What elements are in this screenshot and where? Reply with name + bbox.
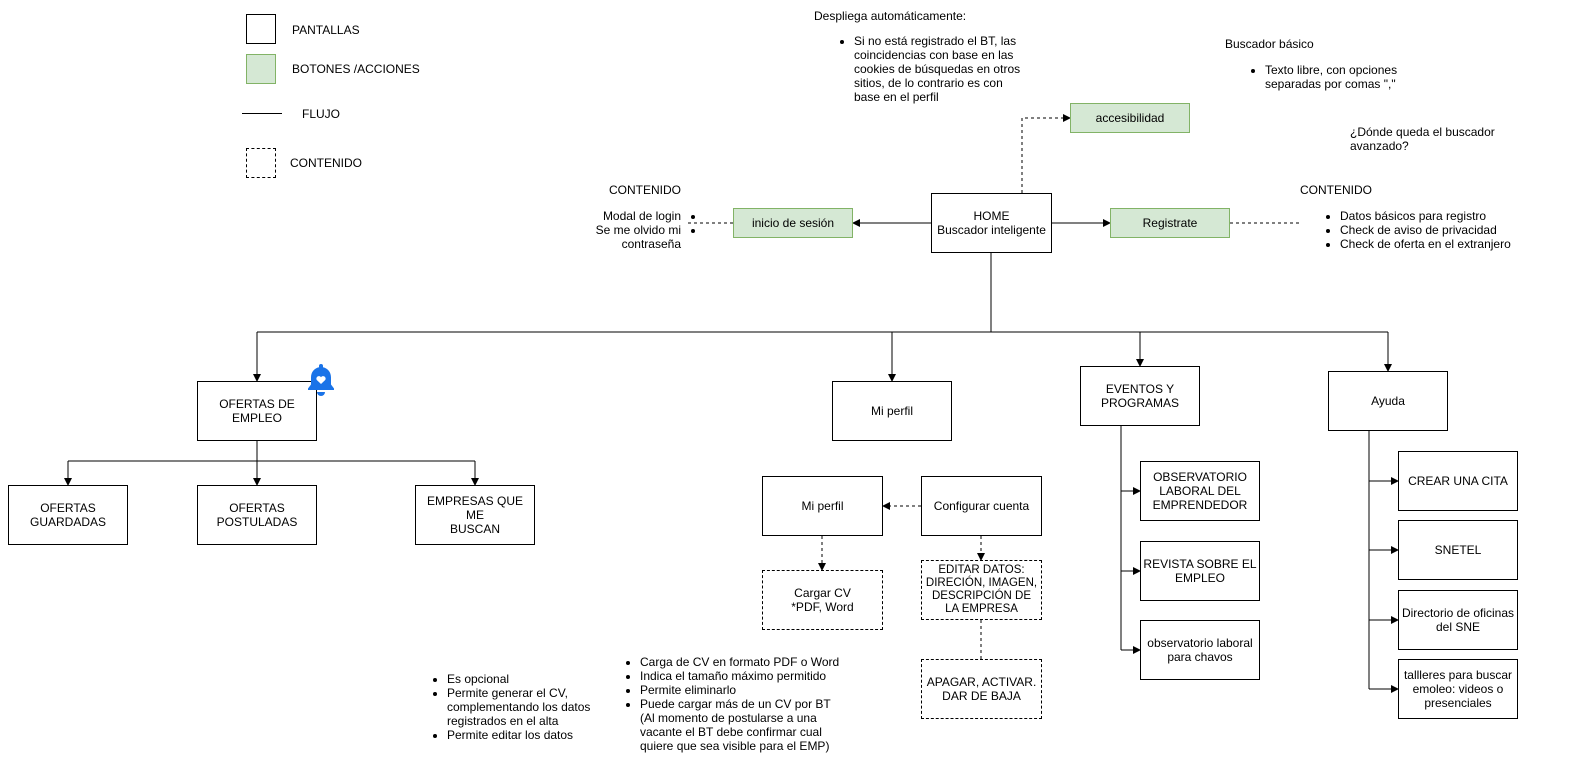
observatorio-chavos-node[interactable]: observatorio laboral para chavos <box>1140 620 1260 680</box>
home-node[interactable]: HOME Buscador inteligente <box>931 193 1052 253</box>
legend-pantallas-label: PANTALLAS <box>292 23 360 37</box>
note-item: Si no está registrado el BT, las coincid… <box>854 34 1024 104</box>
login-button[interactable]: inicio de sesión <box>733 208 853 238</box>
apagar-node[interactable]: APAGAR, ACTIVAR. DAR DE BAJA <box>921 659 1042 719</box>
observatorio-emprendedor-node[interactable]: OBSERVATORIO LABORAL DEL EMPRENDEDOR <box>1140 461 1260 521</box>
configurar-cuenta-node[interactable]: Configurar cuenta <box>921 476 1042 536</box>
legend-flujo-line <box>242 113 282 114</box>
cv-notes-list: Carga de CV en formato PDF o WordIndica … <box>622 655 840 753</box>
login-content-list: Modal de loginSe me olvido mi contraseña <box>575 209 699 251</box>
note-item: Indica el tamaño máximo permitido <box>640 669 840 683</box>
buscador-note-heading: Buscador básico <box>1225 37 1314 51</box>
note-item: Permite editar los datos <box>447 728 617 742</box>
auto-note-list: Si no está registrado el BT, las coincid… <box>836 34 1024 104</box>
legend-contenido-swatch <box>246 148 276 178</box>
note-item: Permite generar el CV, complementando lo… <box>447 686 617 728</box>
talleres-node[interactable]: tallleres para buscar emoleo: videos o p… <box>1398 659 1518 719</box>
crear-cita-node[interactable]: CREAR UNA CITA <box>1398 451 1518 511</box>
mi-perfil-node[interactable]: Mi perfil <box>762 476 883 536</box>
cargar-cv-node[interactable]: Cargar CV *PDF, Word <box>762 570 883 630</box>
avanzado-question: ¿Dónde queda el buscador avanzado? <box>1350 125 1495 153</box>
registro-content-list: Datos básicos para registroCheck de avis… <box>1322 209 1540 251</box>
directorio-node[interactable]: Directorio de oficinas del SNE <box>1398 590 1518 650</box>
snetel-node[interactable]: SNETEL <box>1398 520 1518 580</box>
bell-heart-icon <box>308 364 334 396</box>
auto-note-heading: Despliega automáticamente: <box>814 9 967 23</box>
ofertas-postuladas-node[interactable]: OFERTAS POSTULADAS <box>197 485 317 545</box>
mi-perfil-top-node[interactable]: Mi perfil <box>832 381 952 441</box>
note-item: Es opcional <box>447 672 617 686</box>
content-item: Se me olvido mi contraseña <box>575 223 681 251</box>
content-item: Check de oferta en el extranjero <box>1340 237 1540 251</box>
legend-pantallas-swatch <box>246 14 276 44</box>
revista-node[interactable]: REVISTA SOBRE EL EMPLEO <box>1140 541 1260 601</box>
legend-contenido-label: CONTENIDO <box>290 156 362 170</box>
ofertas-empleo-node[interactable]: OFERTAS DE EMPLEO <box>197 381 317 441</box>
content-item: Modal de login <box>575 209 681 223</box>
perfil-notes-list: Es opcionalPermite generar el CV, comple… <box>429 672 617 742</box>
buscador-note-list: Texto libre, con opciones separadas por … <box>1247 63 1435 91</box>
note-item: Puede cargar más de un CV por BT (Al mom… <box>640 697 840 753</box>
edge-ofertas-bus <box>68 441 475 462</box>
legend-flujo-label: FLUJO <box>302 107 341 121</box>
accesibilidad-button[interactable]: accesibilidad <box>1070 103 1190 133</box>
login-content-heading: CONTENIDO <box>609 183 681 197</box>
empresas-node[interactable]: EMPRESAS QUE ME BUSCAN <box>415 485 535 545</box>
content-item: Check de aviso de privacidad <box>1340 223 1540 237</box>
note-item: Permite eliminarlo <box>640 683 840 697</box>
eventos-node[interactable]: EVENTOS Y PROGRAMAS <box>1080 366 1200 426</box>
registrate-button[interactable]: Registrate <box>1110 208 1230 238</box>
legend-botones-label: BOTONES /ACCIONES <box>292 62 420 76</box>
edge-home-accesibilidad <box>1021 114 1071 193</box>
ayuda-node[interactable]: Ayuda <box>1328 371 1448 431</box>
note-item: Carga de CV en formato PDF o Word <box>640 655 840 669</box>
registro-content-heading: CONTENIDO <box>1300 183 1372 197</box>
ofertas-guardadas-node[interactable]: OFERTAS GUARDADAS <box>8 485 128 545</box>
edge-home-bus <box>257 253 1388 333</box>
note-item: Texto libre, con opciones separadas por … <box>1265 63 1435 91</box>
legend-botones-swatch <box>246 54 276 84</box>
content-item: Datos básicos para registro <box>1340 209 1540 223</box>
editar-datos-node[interactable]: EDITAR DATOS: DIRECIÓN, IMAGEN, DESCRIPC… <box>921 560 1042 620</box>
